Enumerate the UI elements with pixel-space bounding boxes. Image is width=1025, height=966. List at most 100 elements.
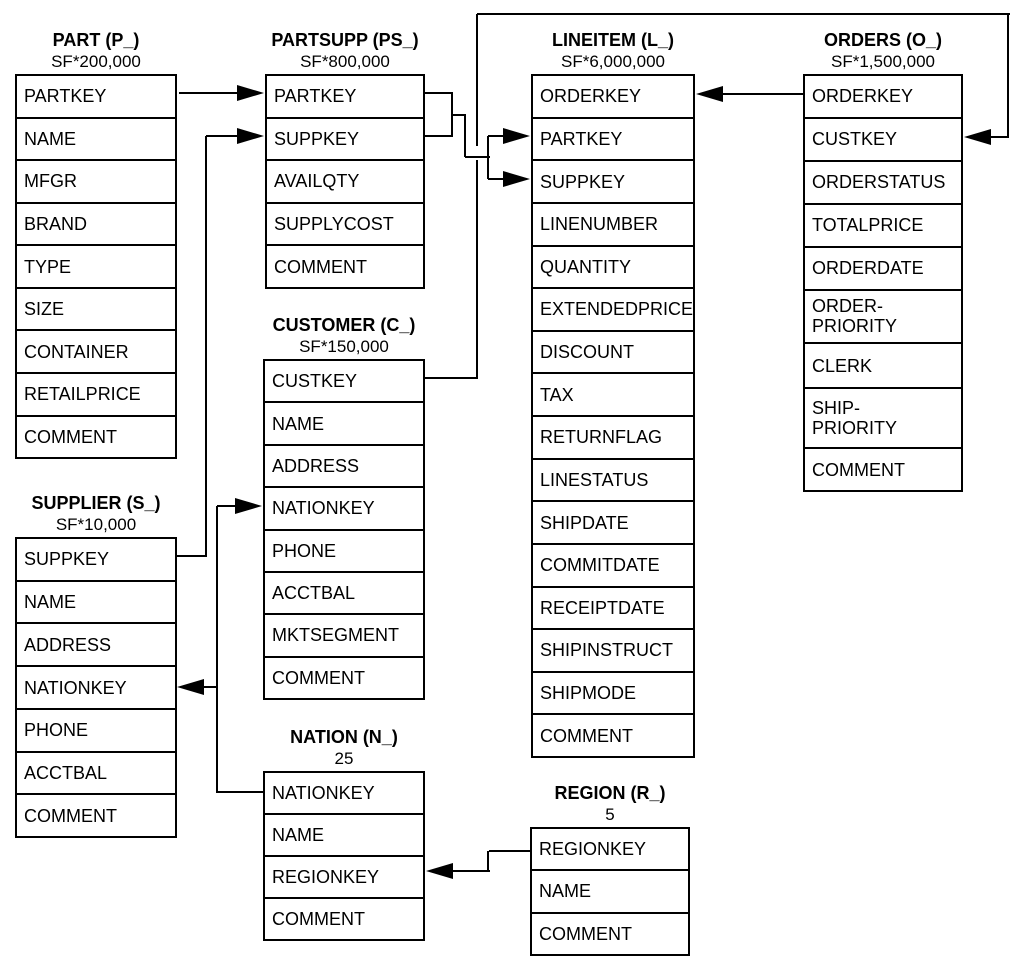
arrowhead-right-icon <box>503 170 530 187</box>
table-cardinality: SF*10,000 <box>55 515 137 534</box>
table-name: REGION (R_) <box>554 783 666 803</box>
row-shipinstruct: SHIPINSTRUCT <box>533 628 693 671</box>
row-comment: COMMENT <box>267 244 423 287</box>
row-acctbal: ACCTBAL <box>17 750 175 794</box>
row-quantity: QUANTITY <box>533 244 693 288</box>
row-name: NAME <box>532 869 688 911</box>
arrowhead-right-icon <box>237 84 264 101</box>
row-comment: COMMENT <box>265 897 423 939</box>
line-segment <box>425 91 453 95</box>
table-name: ORDERS (O_) <box>823 30 942 50</box>
row-partkey: PARTKEY <box>533 116 693 160</box>
row-shipmode: SHIPMODE <box>533 670 693 714</box>
row-comment: COMMENT <box>805 447 961 490</box>
row-order-priority: ORDER- PRIORITY <box>805 288 961 342</box>
row-comment: COMMENT <box>17 793 175 836</box>
line-segment <box>206 134 241 138</box>
row-orderstatus: ORDERSTATUS <box>805 159 961 203</box>
row-orderkey: ORDERKEY <box>540 86 642 107</box>
line-segment <box>489 849 531 853</box>
arrowhead-right-icon <box>237 127 264 144</box>
row-nationkey: NATIONKEY <box>17 665 175 708</box>
table-name: CUSTOMER (C_) <box>272 315 416 335</box>
table-title-block: PARTSUPP (PS_)SF*800,000 <box>265 28 425 72</box>
row-address: ADDRESS <box>265 443 423 486</box>
row-shipdate: SHIPDATE <box>533 500 693 543</box>
row-phone: PHONE <box>265 528 423 571</box>
row-orderdate: ORDERDATE <box>805 245 961 289</box>
line-segment <box>721 92 803 96</box>
row-availqty: AVAILQTY <box>267 159 423 202</box>
arrowhead-right-icon <box>235 497 262 514</box>
table-cardinality: SF*6,000,000 <box>561 52 665 71</box>
row-container: CONTAINER <box>17 329 175 372</box>
row-suppkey: SUPPKEY <box>533 159 693 202</box>
row-suppkey: SUPPKEY <box>24 549 110 570</box>
line-segment <box>203 685 218 689</box>
line-segment <box>475 160 479 378</box>
row-type: TYPE <box>17 244 175 287</box>
line-segment <box>477 12 1010 16</box>
row-clerk: CLERK <box>805 342 961 387</box>
line-segment <box>425 376 478 380</box>
row-linenumber: LINENUMBER <box>533 201 693 245</box>
arrowhead-left-icon <box>964 128 991 145</box>
row-name: NAME <box>265 401 423 443</box>
line-segment <box>465 155 490 159</box>
row-nationkey: NATIONKEY <box>265 486 423 528</box>
row-name: NAME <box>17 579 175 623</box>
row-comment: COMMENT <box>532 911 688 954</box>
row-comment: COMMENT <box>533 713 693 756</box>
row-linestatus: LINESTATUS <box>533 457 693 501</box>
line-segment <box>217 790 264 794</box>
row-address: ADDRESS <box>17 622 175 665</box>
row-comment: COMMENT <box>265 655 423 698</box>
line-segment <box>215 506 219 793</box>
row-regionkey: REGIONKEY <box>265 855 423 897</box>
table-title-block: LINEITEM (L_)SF*6,000,000 <box>531 28 695 72</box>
table-cardinality: 5 <box>605 805 615 824</box>
row-receiptdate: RECEIPTDATE <box>533 585 693 629</box>
line-segment <box>990 135 1009 139</box>
table-title-block: CUSTOMER (C_)SF*150,000 <box>263 313 425 357</box>
row-nationkey: NATIONKEY <box>272 783 375 803</box>
table-title-block: SUPPLIER (S_) SF*10,000 <box>15 491 177 535</box>
row-retailprice: RETAILPRICE <box>17 371 175 415</box>
row-custkey: CUSTKEY <box>805 116 961 160</box>
line-segment <box>463 115 467 157</box>
line-segment <box>204 136 208 556</box>
row-orderkey: ORDERKEY <box>812 86 914 107</box>
line-segment <box>488 177 506 181</box>
row-custkey: CUSTKEY <box>272 371 358 392</box>
table-cardinality: SF*200,000 <box>51 52 141 71</box>
row-regionkey: REGIONKEY <box>539 839 647 860</box>
line-segment <box>486 851 490 871</box>
row-partkey: PARTKEY <box>274 86 357 107</box>
table-name: NATION (N_) <box>290 727 398 747</box>
row-partkey: PARTKEY <box>24 86 107 107</box>
row-suppkey: SUPPKEY <box>267 116 423 160</box>
line-segment <box>452 113 466 117</box>
line-segment <box>475 14 479 146</box>
line-segment <box>177 554 207 558</box>
row-returnflag: RETURNFLAG <box>533 415 693 458</box>
row-name: NAME <box>265 813 423 855</box>
row-phone: PHONE <box>17 707 175 751</box>
table-name: SUPPLIER (S_) <box>31 493 161 513</box>
line-segment <box>488 134 506 138</box>
arrowhead-left-icon <box>426 862 453 879</box>
row-acctbal: ACCTBAL <box>265 570 423 613</box>
table-cardinality: SF*1,500,000 <box>831 52 935 71</box>
table-title-block: PART (P_)SF*200,000 <box>15 28 177 72</box>
line-segment <box>452 869 490 873</box>
arrowhead-left-icon <box>696 85 723 102</box>
line-segment <box>179 91 241 95</box>
table-name: PARTSUPP (PS_) <box>271 30 419 50</box>
row-mktsegment: MKTSEGMENT <box>265 613 423 655</box>
